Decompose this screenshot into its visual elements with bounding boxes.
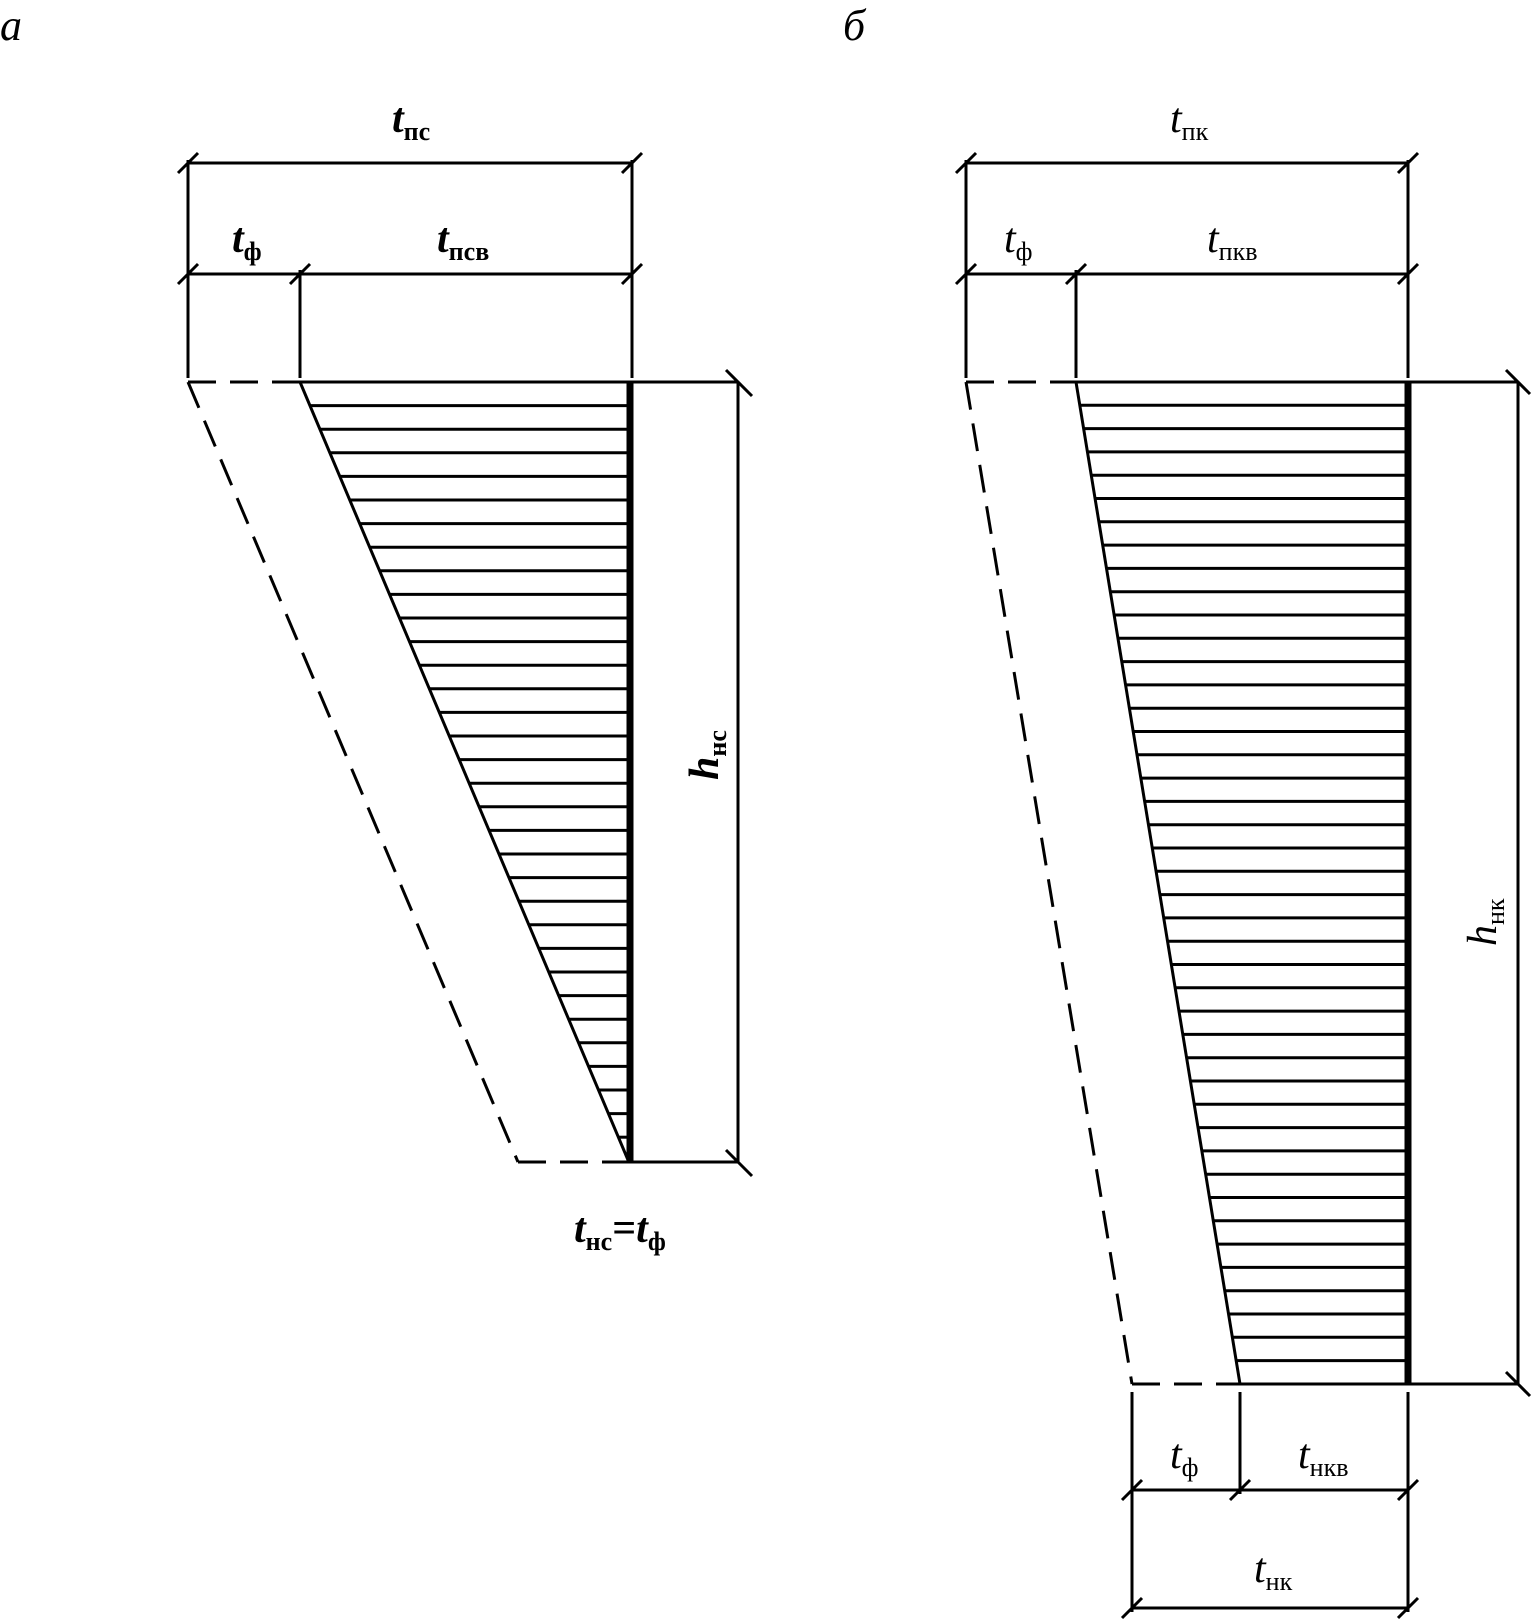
dim-tick [620, 151, 644, 175]
label-t-phi-b: tф [1004, 216, 1033, 266]
dim-tick [1396, 1596, 1420, 1620]
hatch-boundary-a [298, 381, 630, 1161]
panel-b-label: б [843, 1, 867, 50]
dim-tick [1504, 1370, 1532, 1398]
dim-tick [1120, 1596, 1144, 1620]
label-t-ns-eq-t-phi: tнс=tф [574, 1206, 666, 1256]
dashed-slope-b [964, 381, 1134, 1385]
label-h-ns: hнс [682, 730, 732, 780]
panel-a-label: а [0, 1, 22, 50]
dim-tick [724, 1148, 754, 1178]
label-t-nk: tнк [1254, 1546, 1293, 1596]
label-t-psv: tпсв [437, 216, 489, 266]
dim-tick [1064, 262, 1088, 286]
hatch-lines-a [309, 404, 630, 1139]
dim-tick [176, 151, 200, 175]
dim-tick [176, 262, 200, 286]
dim-tick [1396, 262, 1420, 286]
dim-tick [954, 151, 978, 175]
label-t-phi-a: tф [232, 216, 262, 266]
dashed-slope-a [186, 381, 520, 1163]
label-t-pk: tпк [1170, 96, 1209, 146]
label-h-nk: hнк [1460, 898, 1510, 946]
hatch-lines-b [1079, 403, 1408, 1363]
dim-tick [1396, 151, 1420, 175]
dim-tick [1120, 1478, 1144, 1502]
hatch-boundary-b [1074, 381, 1242, 1385]
dim-tick [1396, 1478, 1420, 1502]
dim-tick [1228, 1478, 1252, 1502]
label-t-ps: tпс [392, 96, 430, 146]
dim-tick [620, 262, 644, 286]
dim-tick [288, 262, 312, 286]
label-t-nkv: tнкв [1298, 1432, 1349, 1482]
label-t-pkv: tпкв [1207, 216, 1258, 266]
dim-tick [724, 368, 754, 398]
label-t-phi-b-bottom: tф [1170, 1432, 1199, 1482]
panel-a: а tпс tф tпсв hнс tнс=tф [0, 1, 754, 1256]
dim-tick [954, 262, 978, 286]
panel-b: б tпк tф tпкв hнк [843, 1, 1532, 1620]
dim-tick [1504, 368, 1532, 396]
